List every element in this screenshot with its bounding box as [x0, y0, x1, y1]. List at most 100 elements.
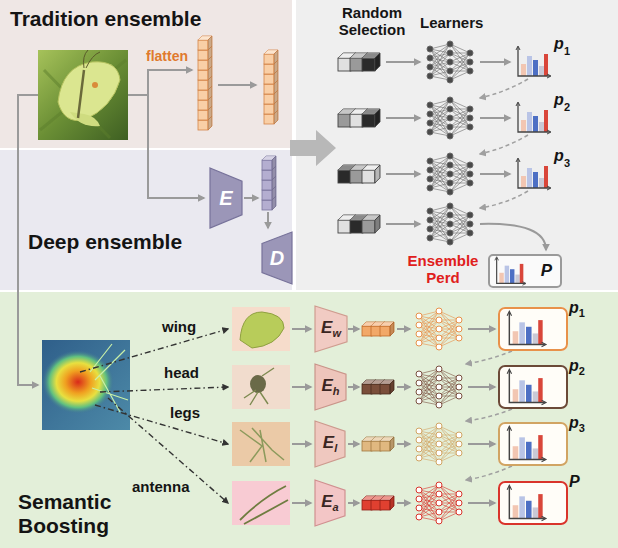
text-group: E	[219, 187, 232, 210]
flow-arrow	[128, 70, 192, 95]
text-group: Ew	[321, 318, 341, 340]
panel-title: Deep ensemble	[28, 230, 182, 254]
panel-ground	[0, 292, 618, 548]
learner-network	[427, 41, 473, 245]
flow-arrow	[468, 386, 495, 388]
flow-arrow	[397, 328, 410, 330]
block-letter: E	[321, 376, 332, 395]
prediction-label: p	[554, 147, 564, 165]
panel-ground	[296, 0, 618, 290]
prediction-box: p3	[498, 422, 568, 466]
block-letter: D	[270, 247, 284, 269]
block-letter: E	[321, 318, 332, 337]
flow-arrow	[480, 61, 510, 63]
text-holder: E	[210, 168, 242, 228]
flow-arrow	[480, 117, 510, 119]
boosting-arrow	[480, 135, 528, 154]
learner-network	[427, 97, 473, 139]
learner-network	[416, 366, 462, 408]
label-holder: p3	[569, 414, 585, 435]
flow-arrow	[386, 173, 420, 175]
part-crop	[232, 481, 290, 525]
part-pointer	[80, 329, 228, 372]
prediction-index: 2	[579, 365, 585, 377]
flow-arrow	[468, 328, 495, 330]
learner-network	[427, 153, 473, 195]
part-pointer	[108, 398, 228, 503]
selected-cubes	[362, 165, 380, 183]
learner-network	[416, 482, 462, 524]
butterfly-photo	[58, 62, 120, 121]
prediction-chart	[498, 307, 568, 351]
text-holder: Eh	[315, 364, 346, 410]
column-heading: Learners	[420, 14, 483, 31]
big-arrow	[290, 130, 336, 166]
deep-feature-cubes	[262, 156, 276, 170]
prediction-index: 3	[564, 157, 570, 170]
flow-arrow	[348, 443, 359, 445]
flow-arrow	[292, 443, 311, 445]
trapezoid-shape	[210, 168, 242, 228]
prediction-chart	[498, 422, 568, 466]
prediction-chart	[516, 102, 551, 134]
prediction-box: p1	[498, 307, 568, 351]
butterfly-photo	[84, 50, 101, 68]
flow-arrow	[397, 386, 410, 388]
label-holder: P	[569, 473, 580, 491]
flow-arrow	[480, 173, 510, 175]
panel-region: Deep ensemble E D	[0, 150, 292, 290]
text-holder: Ew	[315, 306, 347, 352]
prediction-index: 1	[579, 307, 585, 319]
text-group: D	[270, 247, 284, 270]
flow-arrow	[148, 95, 204, 198]
part-crop	[232, 307, 290, 525]
prediction-chart	[516, 46, 551, 78]
prediction-label: p	[569, 299, 579, 316]
trapezoid-shape	[315, 480, 345, 526]
flow-arrow	[292, 386, 311, 388]
heatmap-photo	[42, 340, 130, 430]
trapezoid-shape	[315, 306, 347, 352]
learner-network	[427, 41, 473, 83]
prediction-chart	[498, 307, 568, 525]
flow-arrow	[386, 223, 420, 225]
heatmap-photo	[90, 344, 128, 412]
butterfly-photo	[38, 50, 128, 140]
panel-region: Tradition ensemble	[0, 0, 292, 148]
flow-arrow	[468, 502, 495, 504]
part-pointer	[80, 329, 228, 503]
trapezoid-shape	[315, 364, 346, 410]
subscript: l	[334, 442, 337, 454]
prediction-label: p	[569, 414, 579, 431]
flow-arrow	[480, 224, 546, 250]
part-feature-cubes	[380, 322, 394, 336]
ensemble-output-box: Ensemble PerdP	[488, 254, 562, 288]
encoder-block: El	[315, 421, 345, 467]
prediction-chart	[488, 46, 562, 288]
prediction-label: P	[569, 473, 580, 490]
boosting-arrow	[466, 351, 512, 480]
prediction-label: p	[554, 91, 564, 109]
prediction-index: 1	[564, 45, 570, 58]
part-name: legs	[168, 404, 202, 421]
part-feature-cubes	[362, 322, 394, 510]
boosting-arrow	[466, 466, 512, 480]
prediction-chart	[498, 481, 568, 525]
prediction-index: 3	[579, 422, 585, 434]
encoder-block: Eh	[315, 364, 346, 410]
boosting-arrow	[480, 79, 528, 98]
prediction-chart	[507, 369, 546, 405]
subscript: a	[333, 501, 339, 513]
part-pointer	[95, 405, 228, 444]
butterfly-photo	[78, 70, 84, 118]
encoder-block: Ea	[315, 480, 345, 526]
prediction-chart	[507, 485, 546, 521]
part-name: head	[162, 364, 201, 381]
prediction-chart	[516, 158, 551, 190]
part-crop	[232, 307, 290, 351]
deep-feature-cubes	[262, 156, 276, 210]
label-holder: p2	[569, 357, 585, 378]
part-feature-cubes	[380, 496, 394, 510]
prediction-label: P	[541, 261, 552, 281]
